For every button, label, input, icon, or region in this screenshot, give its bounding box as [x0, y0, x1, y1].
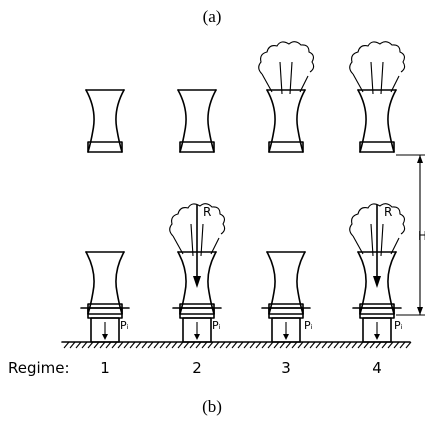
ground-hatch-line	[363, 341, 370, 349]
ground-hatch-line	[243, 341, 250, 349]
ground-hatch-line	[93, 341, 100, 349]
ground-hatch-line	[201, 341, 208, 349]
ground-hatch-line	[369, 341, 376, 349]
ground-hatch-line	[273, 341, 280, 349]
lower-nozzle-3	[266, 251, 306, 315]
ground-hatch-line	[105, 341, 112, 349]
ground-hatch-line	[309, 341, 316, 349]
ground-hatch-line	[183, 341, 190, 349]
ground-hatch-line	[261, 341, 268, 349]
force-label-p-3: Pᵢ	[304, 319, 313, 332]
ground-hatch-line	[321, 341, 328, 349]
ground-hatch-line	[285, 341, 292, 349]
ground-hatch-line	[141, 341, 148, 349]
ground-hatch-line	[69, 341, 76, 349]
ground-hatch-line	[249, 341, 256, 349]
ground-hatch-line	[345, 341, 352, 349]
ground-hatch-line	[255, 341, 262, 349]
force-label-r-2: R	[203, 205, 211, 219]
ground-hatch-line	[219, 341, 226, 349]
force-label-p-4: Pᵢ	[394, 319, 403, 332]
ground-hatch-line	[333, 341, 340, 349]
ground-hatch-line	[123, 341, 130, 349]
ground-hatch-line	[147, 341, 154, 349]
ground-hatch-line	[291, 341, 298, 349]
ground-hatch-line	[81, 341, 88, 349]
ground-hatch-line	[87, 341, 94, 349]
ground-hatch-line	[315, 341, 322, 349]
ground-hatch-line	[111, 341, 118, 349]
regime-number-2: 2	[192, 359, 202, 377]
ground-hatch-line	[393, 341, 400, 349]
ground-hatch-line	[177, 341, 184, 349]
regime-number-3: 3	[281, 359, 291, 377]
ground-hatch-line	[207, 341, 214, 349]
ground-hatch-line	[303, 341, 310, 349]
ground-hatch-line	[117, 341, 124, 349]
ground-hatch-line	[135, 341, 142, 349]
ground-hatch-line	[99, 341, 106, 349]
ground	[61, 341, 412, 349]
upper-nozzle-3	[258, 41, 315, 153]
ground-hatch-line	[267, 341, 274, 349]
ground-hatch-line	[381, 341, 388, 349]
ground-hatch-line	[231, 341, 238, 349]
ground-hatch-line	[75, 341, 82, 349]
ground-hatch-line	[153, 341, 160, 349]
height-label: H	[418, 229, 425, 243]
height-dimension: H	[396, 154, 425, 316]
ground-hatch-line	[297, 341, 304, 349]
upper-nozzle-4	[349, 41, 406, 153]
ground-hatch-line	[165, 341, 172, 349]
force-arrow-r-2	[193, 204, 201, 288]
ground-hatch-line	[399, 341, 406, 349]
ground-hatch-line	[189, 341, 196, 349]
regime-number-4: 4	[372, 359, 382, 377]
force-label-r-4: R	[384, 205, 392, 219]
force-label-p-1: Pᵢ	[120, 319, 129, 332]
ground-hatch-line	[387, 341, 394, 349]
ground-hatch-line	[357, 341, 364, 349]
ground-hatch-line	[279, 341, 286, 349]
ground-hatch-line	[339, 341, 346, 349]
ground-hatch-line	[351, 341, 358, 349]
force-label-p-2: Pᵢ	[212, 319, 221, 332]
ground-hatch-line	[327, 341, 334, 349]
lower-nozzle-1	[85, 251, 125, 315]
upper-nozzle-2	[177, 89, 217, 153]
ground-hatch-line	[159, 341, 166, 349]
force-arrow-r-4	[373, 204, 381, 288]
ground-hatch-line	[63, 341, 70, 349]
panel-a-label: (a)	[203, 7, 222, 26]
pedestal-3	[261, 307, 311, 343]
regime-label: Regime:	[8, 359, 70, 377]
ground-hatch-line	[171, 341, 178, 349]
ground-hatch-line	[405, 341, 412, 349]
ground-hatch-line	[225, 341, 232, 349]
panel-b-label: (b)	[202, 397, 222, 416]
ground-hatch-line	[213, 341, 220, 349]
upper-nozzle-1	[85, 89, 125, 153]
regime-number-1: 1	[100, 359, 110, 377]
ground-hatch-line	[237, 341, 244, 349]
ground-hatch-line	[195, 341, 202, 349]
ground-hatch-line	[129, 341, 136, 349]
ground-hatch-line	[375, 341, 382, 349]
